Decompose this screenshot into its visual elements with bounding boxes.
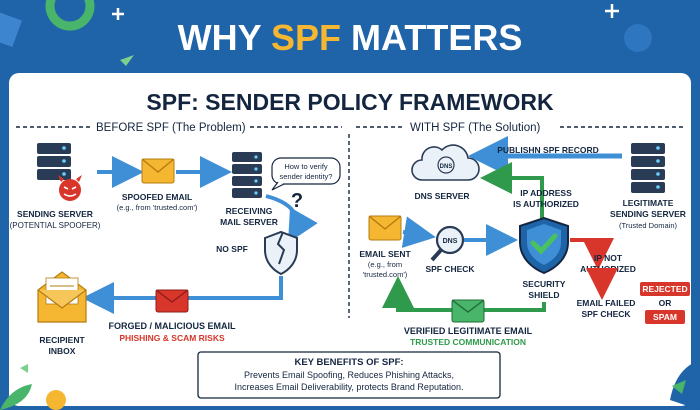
question-mark: ? [291, 190, 303, 212]
no-spf-label: NO SPF [216, 244, 248, 254]
security-shield-check-icon [519, 216, 569, 275]
email-sent-sublabel-2: 'trusted.com') [363, 270, 408, 279]
email-sent-sublabel: (e.g., from [368, 260, 402, 269]
decor-square-icon [0, 11, 22, 47]
decor-plus-icon [112, 8, 124, 20]
card-title: SPF: SENDER POLICY FRAMEWORK [146, 89, 554, 115]
verified-email-envelope-icon [451, 299, 485, 323]
bubble-text: How to verify [284, 162, 328, 171]
forged-email-envelope-icon [155, 289, 189, 313]
rejected-badge [640, 282, 690, 296]
or-label: OR [659, 298, 672, 308]
benefits-line-1: Prevents Email Spoofing, Reduces Phishin… [244, 370, 454, 380]
ip-authorized-label-2: IS AUTHORIZED [513, 199, 579, 209]
devil-spoofer-icon [58, 175, 82, 201]
spf-check-label: SPF CHECK [425, 264, 475, 274]
spoofed-email-envelope-icon [141, 158, 175, 184]
decor-plus-icon [605, 4, 619, 18]
spam-badge [645, 310, 685, 324]
email-sent-envelope-icon [368, 215, 402, 241]
decor-dot-icon [624, 24, 652, 52]
receiving-server-label: RECEIVING [226, 206, 273, 216]
ip-authorized-label: IP ADDRESS [520, 188, 572, 198]
verify-speech-bubble [271, 157, 341, 191]
recipient-label-2: INBOX [49, 346, 76, 356]
receiving-server-label-2: MAIL SERVER [220, 217, 278, 227]
decor-ring-icon [45, 0, 95, 31]
dns-server-label: DNS SERVER [414, 191, 469, 201]
phishing-risk-label: PHISHING & SCAM RISKS [119, 333, 225, 343]
spam-badge-text: SPAM [653, 312, 677, 322]
shield-label-2: SHIELD [528, 290, 559, 300]
decor-corner-icon [670, 360, 700, 410]
recipient-inbox-icon [37, 271, 87, 323]
decor-leaf-icon [0, 384, 32, 410]
legit-server-label: LEGITIMATE [623, 198, 674, 208]
publish-spf-label: PUBLISHN SPF RECORD [497, 145, 599, 155]
dns-lens-label: DNS [443, 238, 458, 245]
banner-title: WHY SPF MATTERS [178, 17, 523, 58]
email-sent-label: EMAIL SENT [359, 249, 411, 259]
dns-cloud-icon [411, 144, 480, 181]
sending-server-sublabel: (POTENTIAL SPOOFER) [10, 221, 101, 230]
spf-check-magnifier-icon [430, 225, 465, 262]
decor-triangle-icon [20, 364, 28, 373]
spoofed-email-sublabel: (e.g., from 'trusted.com') [117, 203, 198, 212]
rejected-badge-text: REJECTED [642, 284, 687, 294]
benefits-box [197, 351, 501, 399]
legit-server-label-2: SENDING SERVER [610, 209, 686, 219]
decor-dot-icon [46, 390, 66, 410]
decor-triangle-icon [672, 380, 686, 394]
legitimate-server-icon [631, 143, 665, 193]
trusted-communication-label: TRUSTED COMMUNICATION [410, 337, 526, 347]
sending-server-icon [37, 143, 71, 180]
benefits-line-2: Increases Email Deliverability, protects… [235, 382, 464, 392]
verified-email-label: VERIFIED LEGITIMATE EMAIL [404, 326, 533, 336]
ip-not-authorized-label: IP NOT [594, 253, 623, 263]
after-heading: WITH SPF (The Solution) [410, 122, 541, 134]
before-heading: BEFORE SPF (The Problem) [96, 122, 246, 134]
sending-server-label: SENDING SERVER [17, 209, 93, 219]
dns-cloud-label: DNS [440, 164, 453, 170]
forged-email-label: FORGED / MALICIOUS EMAIL [109, 321, 237, 331]
email-failed-label: EMAIL FAILED [577, 298, 636, 308]
decor-triangle-icon [120, 55, 134, 66]
benefits-title: KEY BENEFITS OF SPF: [294, 357, 403, 368]
shield-label: SECURITY [523, 279, 566, 289]
spoofed-email-label: SPOOFED EMAIL [122, 192, 192, 202]
ip-not-authorized-label-2: AUTHORIZED [580, 264, 636, 274]
legit-server-sublabel: (Trusted Domain) [619, 221, 678, 230]
email-failed-label-2: SPF CHECK [581, 309, 631, 319]
receiving-server-icon [232, 152, 262, 198]
recipient-label: RECIPIENT [39, 335, 85, 345]
broken-shield-icon [264, 230, 298, 276]
bubble-text-2: sender identity? [280, 172, 333, 181]
